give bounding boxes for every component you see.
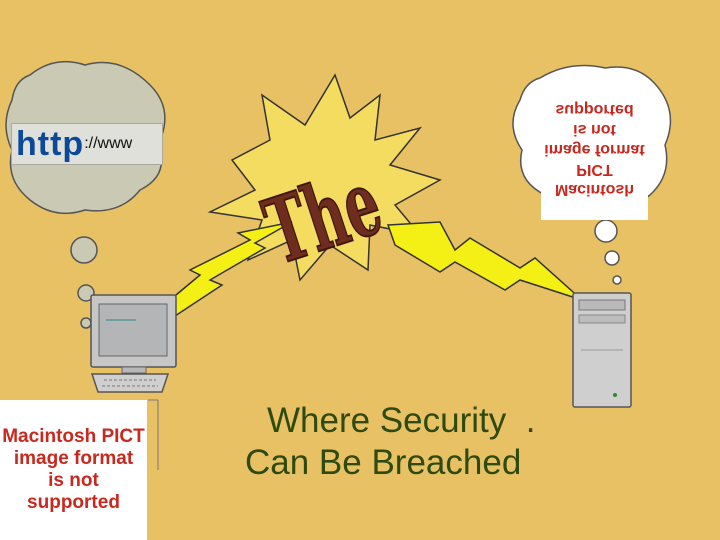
placeholder-line: Macintosh PICT: [2, 426, 145, 447]
wordart-title: The: [252, 149, 393, 286]
thought-bubble-medium: [77, 284, 95, 302]
placeholder-line: Macintosh PICT: [554, 161, 635, 198]
placeholder-line: is not supported: [555, 101, 634, 138]
caption-line-1: Where Security .: [267, 401, 536, 440]
placeholder-line: image format: [13, 448, 134, 469]
thought-bubble-medium: [604, 250, 620, 266]
lightning-bolt-left: [169, 221, 293, 320]
unsupported-image-placeholder-top: Macintosh PICT image format is not suppo…: [541, 78, 648, 220]
client-computer: [90, 294, 177, 393]
thought-bubble-large: [594, 219, 618, 243]
placeholder-line: image format: [544, 141, 645, 158]
http-logo: http ://www: [11, 123, 163, 165]
placeholder-line: is not supported: [27, 470, 120, 513]
slide-caption: Where Security . Can Be Breached: [245, 400, 615, 484]
caption-line-2: Can Be Breached: [245, 443, 522, 482]
http-logo-suffix: ://www: [84, 135, 133, 152]
thought-bubble-small: [612, 275, 622, 285]
http-logo-prefix: http: [16, 124, 85, 163]
thought-bubble-large: [70, 236, 98, 264]
server-tower: [572, 292, 632, 408]
unsupported-image-placeholder-bottom: Macintosh PICT image format is not suppo…: [0, 400, 147, 540]
